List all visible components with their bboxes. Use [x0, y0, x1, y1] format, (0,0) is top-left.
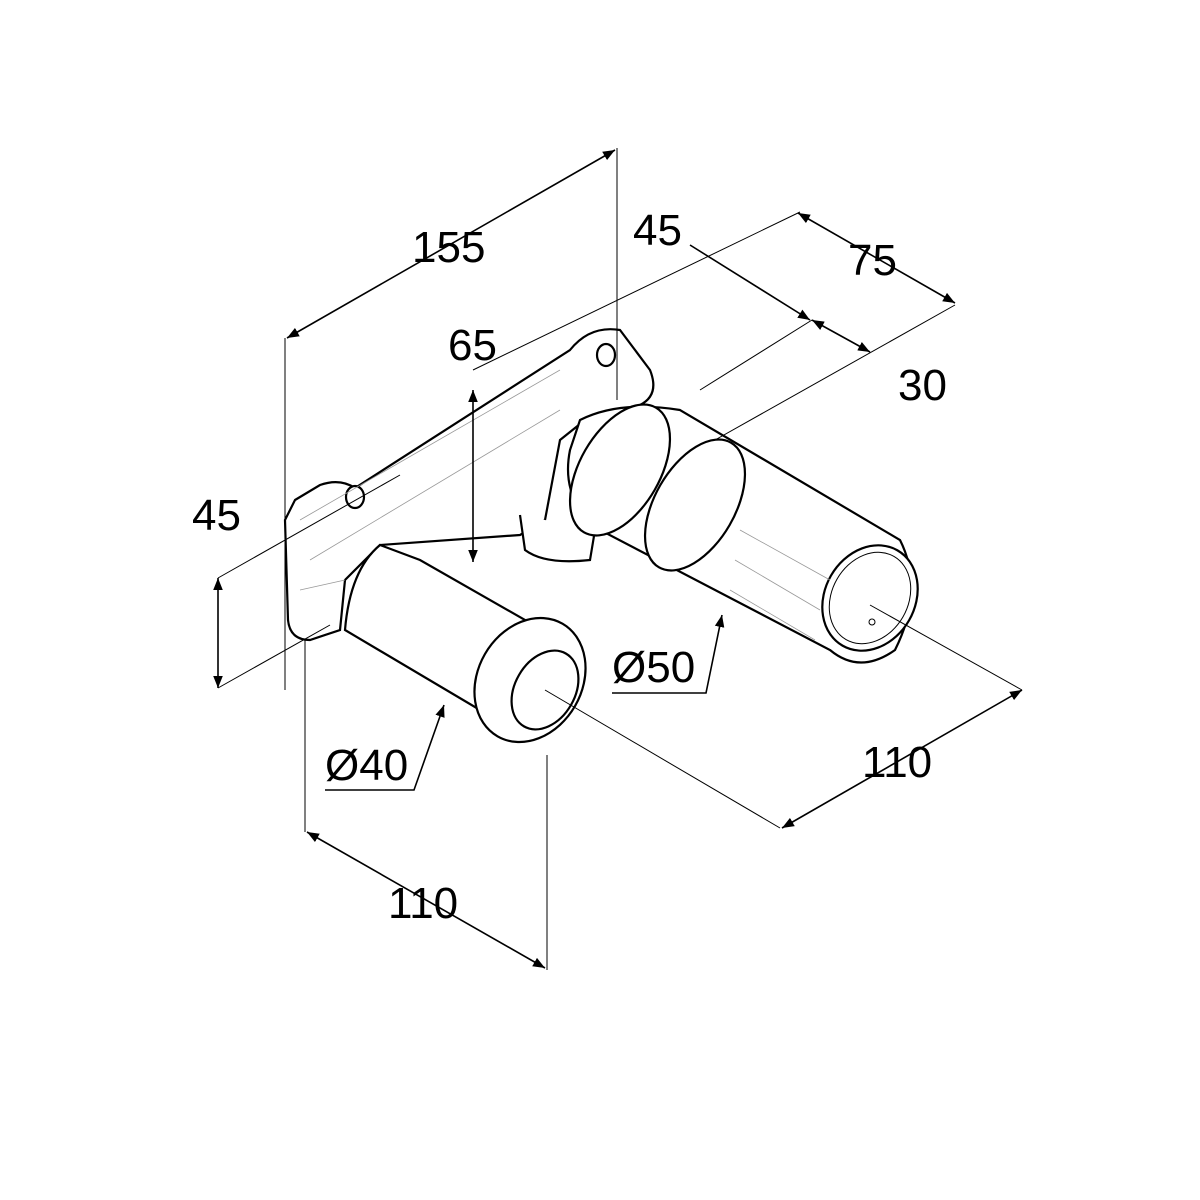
valve-body [283, 328, 919, 744]
label-75: 75 [848, 236, 897, 285]
label-155: 155 [412, 223, 485, 272]
label-diameter-40: Ø40 [325, 741, 408, 790]
dim-155 [286, 149, 616, 339]
label-45-left: 45 [192, 491, 241, 540]
label-diameter-50: Ø50 [612, 643, 695, 692]
label-110-right: 110 [862, 738, 932, 787]
leader-diameter-50 [612, 614, 725, 694]
dim-110-bottom [306, 831, 546, 969]
dim-110-right [781, 689, 1023, 829]
label-45-top: 45 [633, 206, 682, 255]
label-110-bottom: 110 [388, 879, 458, 928]
label-65: 65 [448, 321, 497, 370]
dim-75 [797, 212, 956, 304]
extension-lines [217, 148, 1023, 970]
dim-45-top [689, 244, 811, 321]
leader-diameter-40 [325, 704, 445, 791]
dimension-lines [213, 149, 1023, 969]
label-30: 30 [898, 361, 947, 410]
dim-30 [811, 319, 871, 353]
